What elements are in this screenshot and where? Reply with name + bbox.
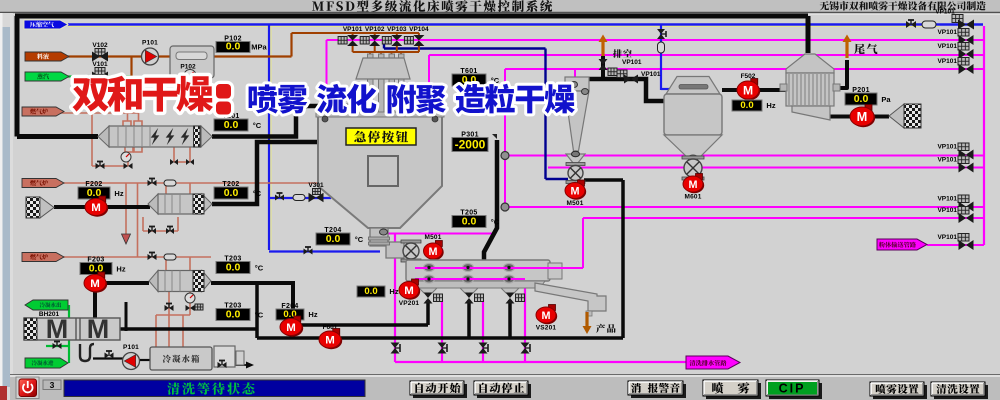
svg-text:VP101: VP101 xyxy=(935,9,955,16)
svg-text:F202: F202 xyxy=(85,181,102,188)
svg-text:BH201: BH201 xyxy=(39,311,60,318)
svg-text:M: M xyxy=(429,246,438,258)
svg-text:°C: °C xyxy=(253,189,262,198)
svg-text:0.0: 0.0 xyxy=(226,41,241,53)
svg-text:0.0: 0.0 xyxy=(224,119,239,131)
svg-text:M501: M501 xyxy=(566,200,583,207)
svg-text:VP101: VP101 xyxy=(343,26,363,33)
svg-text:T203: T203 xyxy=(224,303,241,310)
svg-text:V301: V301 xyxy=(308,182,324,189)
svg-text:0.0: 0.0 xyxy=(854,93,869,105)
svg-text:M: M xyxy=(325,335,335,347)
svg-text:T202: T202 xyxy=(222,181,239,188)
svg-text:VP101: VP101 xyxy=(937,58,957,65)
svg-text:°C: °C xyxy=(491,218,500,227)
svg-text:VP101: VP101 xyxy=(641,71,661,78)
svg-text:VP101: VP101 xyxy=(622,59,642,66)
svg-text:VP101: VP101 xyxy=(937,157,957,164)
svg-text:P102: P102 xyxy=(224,36,242,43)
svg-text:0.0: 0.0 xyxy=(226,309,241,321)
svg-text:0.0: 0.0 xyxy=(224,187,239,199)
svg-text:M: M xyxy=(857,109,868,124)
svg-text:T601: T601 xyxy=(460,68,477,75)
svg-text:T201: T201 xyxy=(222,113,239,120)
svg-text:M: M xyxy=(571,185,580,197)
svg-text:VP101: VP101 xyxy=(937,43,957,50)
svg-text:M501: M501 xyxy=(424,234,441,241)
svg-text:VP101: VP101 xyxy=(937,144,957,151)
svg-text:VP103: VP103 xyxy=(387,26,407,33)
svg-text:0.0: 0.0 xyxy=(326,233,341,245)
svg-text:P102: P102 xyxy=(180,64,196,71)
svg-text:-2000: -2000 xyxy=(455,138,486,152)
svg-text:VS201: VS201 xyxy=(536,325,557,332)
svg-text:F601: F601 xyxy=(323,324,338,331)
svg-text:°C: °C xyxy=(491,76,500,85)
svg-text:°C: °C xyxy=(255,311,264,320)
svg-text:0.0: 0.0 xyxy=(87,187,102,199)
svg-text:Hz: Hz xyxy=(114,189,123,198)
svg-text:Hz: Hz xyxy=(389,287,398,296)
svg-text:P201: P201 xyxy=(852,87,870,94)
svg-text:0.0: 0.0 xyxy=(364,286,377,297)
svg-text:V102: V102 xyxy=(92,42,108,49)
svg-text:M: M xyxy=(404,285,414,297)
svg-text:0.0: 0.0 xyxy=(462,216,477,228)
svg-text:3: 3 xyxy=(50,380,55,390)
svg-text:Hz: Hz xyxy=(308,310,317,319)
svg-text:M: M xyxy=(91,202,101,214)
svg-text:T205: T205 xyxy=(460,210,477,217)
svg-text:Pa: Pa xyxy=(881,95,891,104)
svg-text:°C: °C xyxy=(253,121,262,130)
svg-text:M: M xyxy=(46,314,69,344)
svg-text:M: M xyxy=(743,83,753,97)
svg-text:0.0: 0.0 xyxy=(226,262,241,274)
svg-text:Hz: Hz xyxy=(116,265,125,274)
svg-text:VP101: VP101 xyxy=(937,234,957,241)
svg-text:0.0: 0.0 xyxy=(740,100,753,111)
svg-text:T203: T203 xyxy=(224,256,241,263)
svg-text:F204: F204 xyxy=(281,303,298,310)
svg-text:M: M xyxy=(542,310,551,322)
svg-text:P101: P101 xyxy=(142,40,158,47)
svg-text:VP104: VP104 xyxy=(409,26,429,33)
svg-text:VP101: VP101 xyxy=(937,29,957,36)
svg-text:P101: P101 xyxy=(123,344,139,351)
svg-text:VP201: VP201 xyxy=(399,300,420,307)
svg-text:CIP: CIP xyxy=(779,382,806,396)
svg-text:P301: P301 xyxy=(461,132,479,139)
svg-text:M601: M601 xyxy=(684,194,701,201)
svg-text:M: M xyxy=(90,278,100,290)
svg-text:VP101: VP101 xyxy=(937,196,957,203)
svg-text:VP102: VP102 xyxy=(365,26,385,33)
svg-text:F502: F502 xyxy=(741,73,756,80)
svg-text:F203: F203 xyxy=(87,257,104,264)
svg-text:VP101: VP101 xyxy=(937,207,957,214)
svg-text:0.0: 0.0 xyxy=(283,309,296,320)
svg-text:°C: °C xyxy=(355,235,364,244)
svg-text:M: M xyxy=(286,322,296,334)
svg-text:MPa: MPa xyxy=(251,43,267,52)
svg-text:M: M xyxy=(689,179,698,191)
svg-text:T204: T204 xyxy=(324,227,341,234)
svg-text:V101: V101 xyxy=(92,61,108,68)
svg-text:Hz: Hz xyxy=(766,101,775,110)
svg-text:°C: °C xyxy=(255,264,264,273)
svg-text:M: M xyxy=(87,314,110,344)
